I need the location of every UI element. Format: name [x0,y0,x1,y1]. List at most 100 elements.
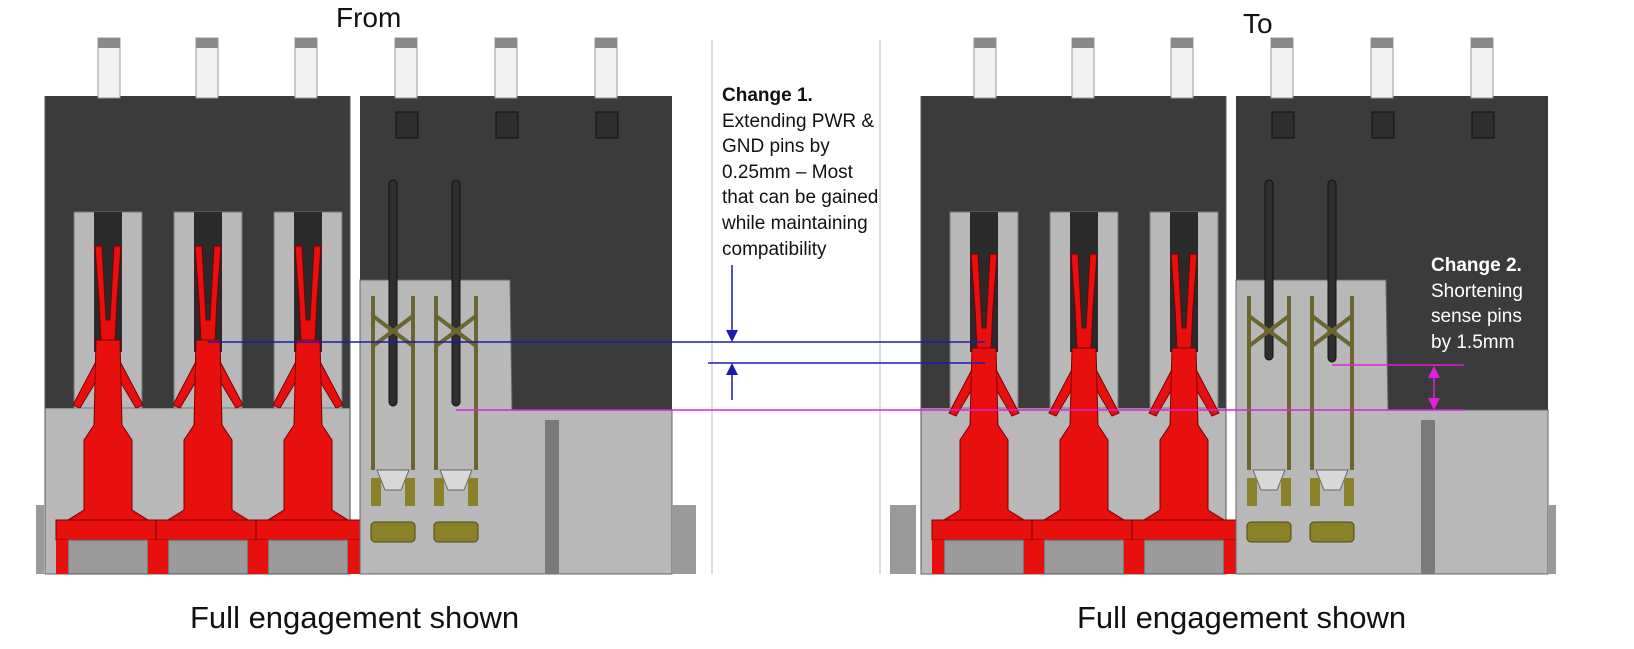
sense-pin [1327,179,1337,363]
pin-tab-tip [196,38,218,48]
sense-pin [388,179,398,407]
dimension-markers [36,40,1556,574]
sense-contact-spring [1310,296,1354,470]
to-heading: To [1243,8,1273,39]
change1-line: Extending PWR & [722,110,875,132]
change2-line: sense pins [1431,306,1522,328]
sense-contact-base [1309,521,1355,543]
power-pin-foot-side [1132,540,1144,574]
change1-arrowhead [726,363,738,375]
power-pin-foot-side [932,540,944,574]
power-pin-fork [970,253,998,349]
sense-contact-clip [1281,478,1291,506]
power-pin-foot-side [1032,540,1044,574]
pin-tab-tip [974,38,996,48]
housing-tab [890,505,916,574]
change2-line: Shortening [1431,280,1523,302]
to-connector-drawing [920,37,1549,575]
change1-arrowhead [726,330,738,342]
power-pin-fork [94,245,122,341]
from-caption: Full engagement shown [190,600,520,635]
sense-contact-spring [1247,296,1291,470]
power-pin-foot [155,519,261,541]
sense-pin [451,179,461,407]
pin-slot [495,111,519,139]
change1-line: 0.25mm – Most [722,161,853,183]
power-pin-foot-side [1224,540,1236,574]
change2-arrowhead [1428,398,1440,410]
sense-contact-tip [1252,469,1286,491]
power-pin-foot [1031,519,1137,541]
power-housing-top [45,96,350,210]
sense-contact-tip [1315,469,1349,491]
pin-tab-tip [98,38,120,48]
pin-foot-block [1143,539,1225,575]
sense-housing-rib [545,420,559,574]
pin-foot-block [167,539,249,575]
sense-contact-spring [434,296,478,470]
sense-contact-clip [405,478,415,506]
pin-foot-block [943,539,1025,575]
pin-foot-block [67,539,149,575]
power-pin-foot [931,519,1037,541]
pin-tab-tip [1271,38,1293,48]
change2-title: Change 2. [1431,255,1522,276]
sense-contact-clip [1310,478,1320,506]
from-connector-drawing [44,37,673,575]
power-housing-top [921,96,1226,210]
change1-line: compatibility [722,238,827,260]
pin-slot [1271,111,1295,139]
housing-tab [36,505,44,574]
pin-slot [595,111,619,139]
pin-slot [1471,111,1495,139]
housing-tab [672,505,696,574]
pin-tab-tip [1471,38,1493,48]
pin-slot [395,111,419,139]
change1-line: that can be gained [722,187,879,209]
sense-contact-clip [1247,478,1257,506]
to-caption: Full engagement shown [1077,600,1407,635]
power-pin-fork [1170,253,1198,349]
sense-contact-base [433,521,479,543]
pin-tab-tip [495,38,517,48]
power-pin-foot-side [256,540,268,574]
pin-tab-tip [295,38,317,48]
power-pin-foot-side [348,540,360,574]
pin-tab-tip [395,38,417,48]
change1-note: Change 1. Extending PWR & GND pins by 0.… [722,83,878,262]
sense-contact-base [370,521,416,543]
change2-note: Change 2. Shortening sense pins by 1.5mm [1431,253,1523,355]
sense-contact-tip [439,469,473,491]
power-pin-foot [255,519,361,541]
power-pin-fork [1070,253,1098,349]
housing-edge [44,96,351,574]
sense-contact-base [1246,521,1292,543]
power-pin-fork [194,245,222,341]
change1-line: GND pins by [722,136,830,158]
power-pin-foot-side [156,540,168,574]
change2-arrowhead [1428,366,1440,378]
housing-tab [1548,505,1556,574]
sense-housing-rib [1421,420,1435,574]
pin-foot-block [267,539,349,575]
change1-line: while maintaining [722,212,868,234]
sense-contact-clip [371,478,381,506]
pin-slot [1371,111,1395,139]
sense-contact-spring [371,296,415,470]
from-heading: From [336,2,402,33]
pin-tab-tip [1171,38,1193,48]
sense-contact-clip [468,478,478,506]
power-pin-foot [1131,519,1237,541]
pin-tab-tip [1072,38,1094,48]
change1-title: Change 1. [722,85,813,106]
sense-contact-clip [434,478,444,506]
power-pin-fork [294,245,322,341]
sense-pin [1264,179,1274,361]
change2-line: by 1.5mm [1431,331,1515,353]
sense-contact-tip [376,469,410,491]
pin-tab-tip [595,38,617,48]
power-pin-foot-side [56,540,68,574]
pin-foot-block [1043,539,1125,575]
